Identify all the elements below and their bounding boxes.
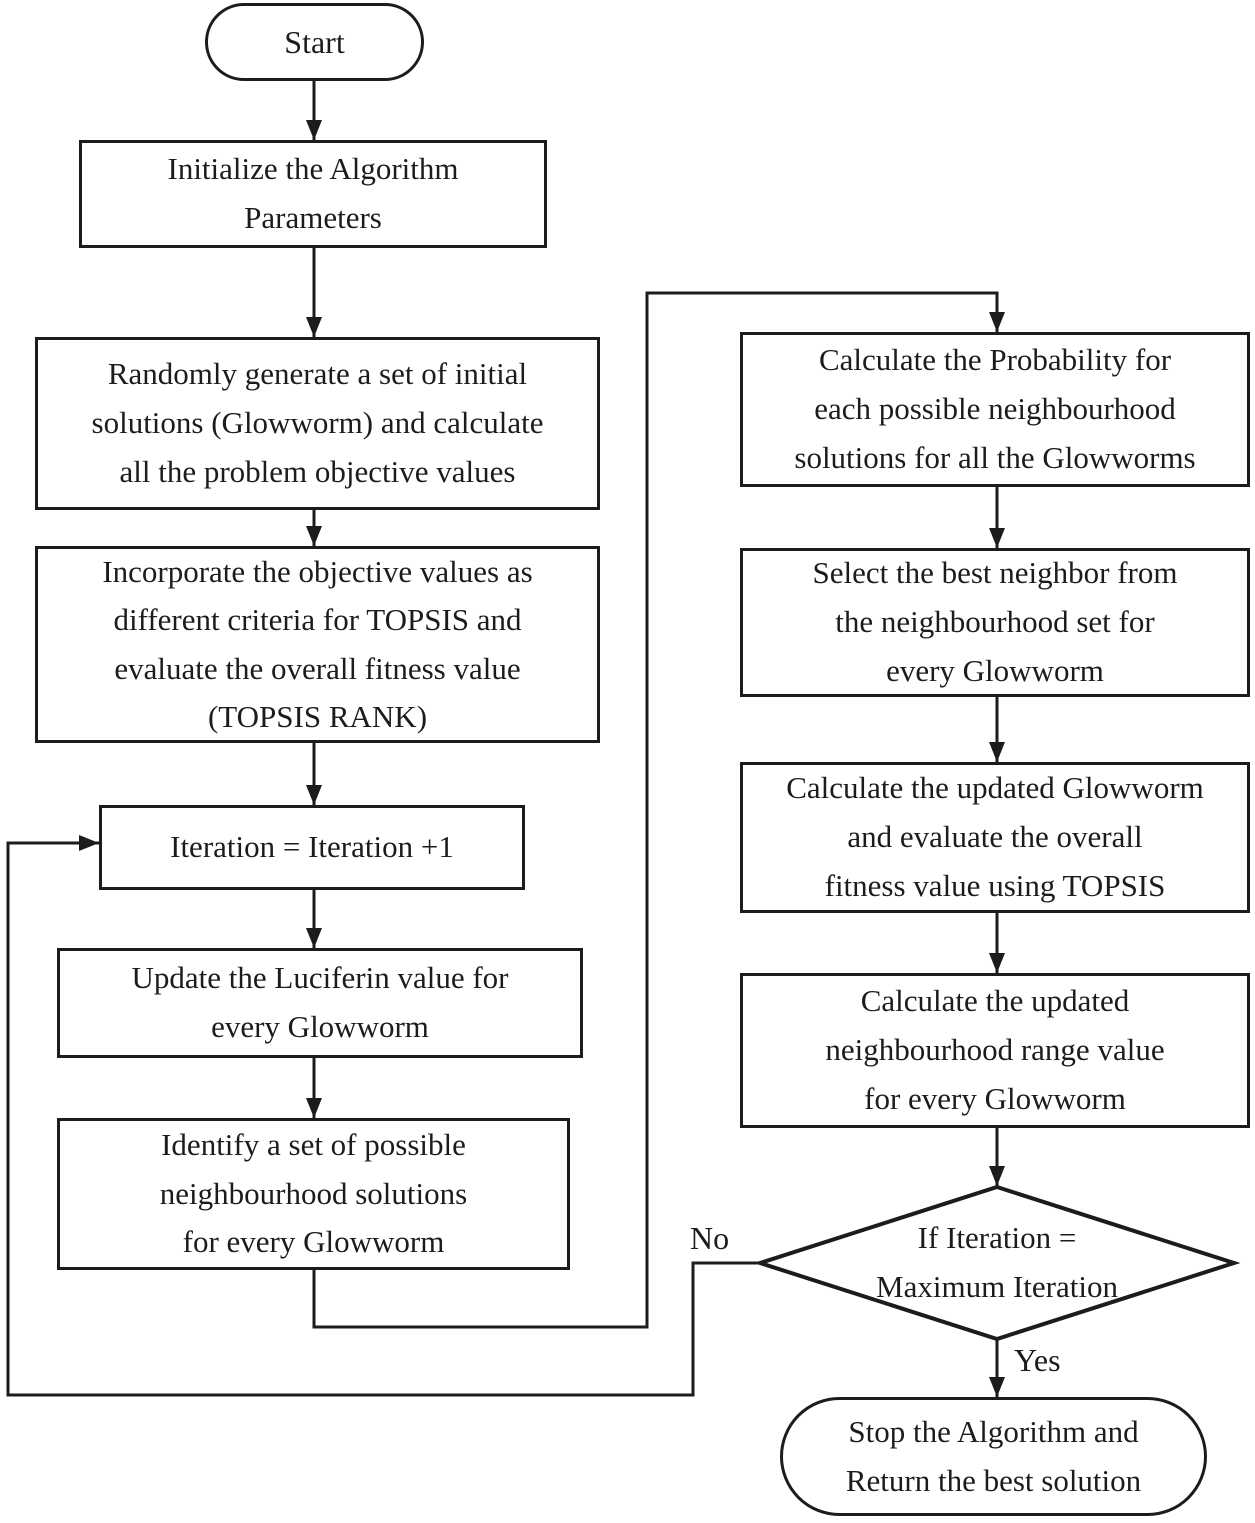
process-update-luciferin-label: Update the Luciferin value for every Glo… [131, 960, 509, 1044]
process-update-luciferin: Update the Luciferin value for every Glo… [57, 948, 583, 1058]
process-initialize-parameters: Initialize the Algorithm Parameters [79, 140, 547, 248]
process-topsis-rank-label: Incorporate the objective values as diff… [102, 554, 533, 734]
process-iteration-increment-label: Iteration = Iteration +1 [170, 829, 454, 865]
process-update-glowworm-label: Calculate the updated Glowworm and evalu… [786, 770, 1204, 903]
terminator-start-label: Start [284, 23, 345, 60]
process-calculate-probability: Calculate the Probability for each possi… [740, 332, 1250, 487]
process-initialize-parameters-label: Initialize the Algorithm Parameters [167, 151, 459, 235]
process-select-best-neighbor-label: Select the best neighbor from the neighb… [812, 555, 1178, 688]
process-update-glowworm: Calculate the updated Glowworm and evalu… [740, 762, 1250, 913]
process-topsis-rank: Incorporate the objective values as diff… [35, 546, 600, 743]
decision-max-iteration: If Iteration = Maximum Iteration [827, 1212, 1167, 1314]
terminator-stop: Stop the Algorithm and Return the best s… [780, 1397, 1207, 1516]
process-identify-neighbourhood-label: Identify a set of possible neighbourhood… [159, 1126, 468, 1260]
decision-max-iteration-label: If Iteration = Maximum Iteration [876, 1220, 1118, 1304]
edge-label-no: No [690, 1220, 730, 1256]
terminator-start: Start [205, 3, 424, 81]
edge-decision-iteration-no [6, 835, 762, 1397]
process-iteration-increment: Iteration = Iteration +1 [99, 805, 525, 890]
process-generate-initial-solutions-label: Randomly generate a set of initial solut… [91, 356, 544, 489]
edge-identify-probability [312, 291, 1005, 1329]
process-update-neighbourhood-range: Calculate the updated neighbourhood rang… [740, 973, 1250, 1128]
decision-diamond-shape [753, 1184, 1241, 1342]
process-identify-neighbourhood: Identify a set of possible neighbourhood… [57, 1118, 570, 1270]
terminator-stop-label: Stop the Algorithm and Return the best s… [845, 1413, 1142, 1498]
process-generate-initial-solutions: Randomly generate a set of initial solut… [35, 337, 600, 510]
process-update-neighbourhood-range-label: Calculate the updated neighbourhood rang… [825, 983, 1165, 1116]
edge-label-yes: Yes [1014, 1342, 1061, 1378]
process-select-best-neighbor: Select the best neighbor from the neighb… [740, 548, 1250, 697]
process-calculate-probability-label: Calculate the Probability for each possi… [794, 342, 1196, 475]
